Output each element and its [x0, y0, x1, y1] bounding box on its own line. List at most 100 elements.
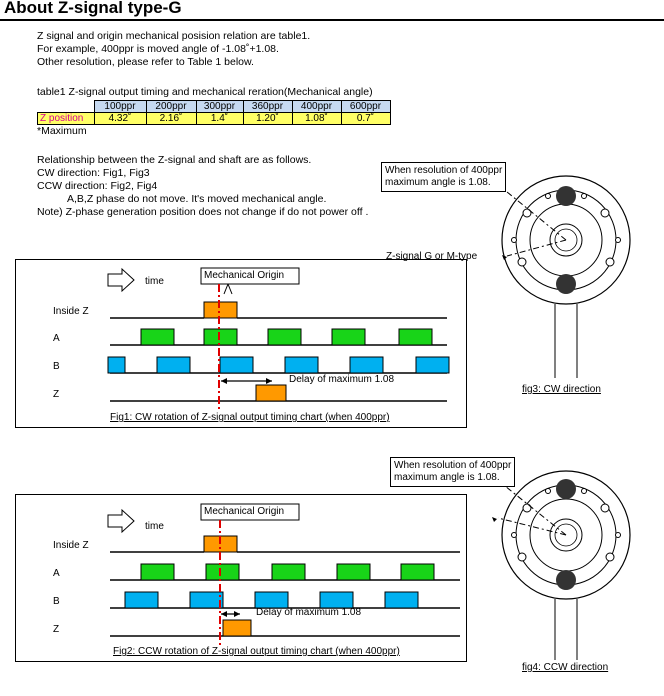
encoder-mount-hole — [556, 479, 576, 499]
a-pulse — [140, 563, 175, 581]
b-pulse — [254, 591, 289, 609]
b-pulse — [384, 591, 419, 609]
delay-arrow-head-icon — [221, 378, 272, 384]
bolt-icon — [517, 552, 527, 562]
fig2-signal-label: B — [53, 596, 60, 607]
relationship-line: CCW direction: Fig2, Fig4 — [37, 180, 158, 192]
a-pulse — [267, 328, 302, 346]
encoder-shaft — [549, 223, 583, 257]
bolt-icon — [615, 237, 621, 243]
bolt-icon — [581, 193, 587, 199]
fig2-signal-label: Inside Z — [53, 540, 89, 551]
bolt-icon — [615, 532, 621, 538]
table-cell: 1.4˚ — [195, 112, 244, 125]
table-footnote: *Maximum — [37, 125, 87, 137]
z-pulse — [255, 384, 287, 402]
encoder-mount-hole — [556, 186, 576, 206]
table-header-cell: 400ppr — [291, 100, 342, 113]
fig1-signal-label: Inside Z — [53, 306, 89, 317]
fig1-delay-label: Delay of maximum 1.08 — [289, 374, 395, 385]
b-pulse — [124, 591, 159, 609]
fig4-note-line: When resolution of 400ppr — [394, 460, 512, 471]
fig1-signal-label: Z — [53, 389, 60, 400]
table-cell: 2.16˚ — [145, 112, 197, 125]
a-pulse — [205, 563, 240, 581]
a-pulse — [398, 328, 433, 346]
b-pulse — [156, 356, 191, 374]
encoder-mount-hole — [556, 570, 576, 590]
z-pulse — [222, 619, 252, 637]
table-caption: table1 Z-signal output timing and mechan… — [37, 86, 373, 98]
page-title: About Z-signal type-G — [4, 0, 182, 17]
z-position-table: 100ppr 200ppr 300ppr 360ppr 400ppr 600pp… — [37, 100, 391, 125]
relationship-line: Relationship between the Z-signal and sh… — [37, 154, 312, 166]
angle-line — [497, 517, 567, 536]
fig4-note-box: When resolution of 400ppr maximum angle … — [390, 457, 516, 487]
fig2-signal-label: A — [53, 568, 60, 579]
a-pulse — [203, 328, 238, 346]
fig3-note-box: When resolution of 400ppr maximum angle … — [381, 162, 507, 192]
origin-label-box — [200, 267, 300, 285]
a-pulse — [140, 328, 175, 346]
fig1-origin-label: Mechanical Origin — [204, 270, 285, 281]
origin-label-box — [200, 503, 300, 521]
relationship-line: Note) Z-phase generation position does n… — [37, 206, 369, 218]
fig4-note-line: maximum angle is 1.08. — [394, 472, 500, 483]
bolt-icon — [511, 237, 517, 243]
fig3-note-line: maximum angle is 1.08. — [385, 177, 491, 188]
bolt-icon — [600, 208, 610, 218]
b-pulse — [415, 356, 450, 374]
a-pulse — [336, 563, 371, 581]
b-pulse — [319, 591, 354, 609]
inside-z-pulse — [203, 301, 238, 319]
angle-line — [506, 239, 567, 257]
intro-line: Other resolution, please refer to Table … — [37, 56, 254, 68]
encoder-shaft-inner — [554, 523, 578, 547]
bolt-icon — [605, 257, 615, 267]
bolt-icon — [545, 193, 551, 199]
encoder-shaft-inner — [554, 228, 578, 252]
z-marker-icon — [502, 255, 507, 260]
a-pulse — [400, 563, 435, 581]
fig1-frame — [15, 259, 467, 428]
intro-text: Z signal and origin mechanical posision … — [37, 30, 310, 69]
fig2-origin-label: Mechanical Origin — [204, 506, 285, 517]
bolt-icon — [517, 257, 527, 267]
angle-line — [495, 182, 567, 241]
title-divider — [0, 19, 664, 21]
fig2-caption: Fig2: CCW rotation of Z-signal output ti… — [113, 646, 400, 657]
fig2-delay-label: Delay of maximum 1.08 — [256, 607, 362, 618]
bolt-icon — [545, 488, 551, 494]
fig2-signal-label: Z — [53, 624, 60, 635]
table-cell: 1.20˚ — [242, 112, 293, 125]
bolt-icon — [511, 532, 517, 538]
fig2-time-label: time — [145, 521, 164, 532]
encoder-shaft — [549, 518, 583, 552]
fig4-caption: fig4: CCW direction — [522, 662, 609, 673]
table-cell: 0.7˚ — [340, 112, 391, 125]
relationship-line: CW direction: Fig1, Fig3 — [37, 167, 150, 179]
b-pulse — [284, 356, 319, 374]
delay-arrow-head-icon — [221, 611, 240, 617]
intro-line: For example, 400ppr is moved angle of -1… — [37, 43, 279, 55]
fig3-type-label: Z-signal G or M-type — [386, 251, 478, 262]
a-pulse — [331, 328, 366, 346]
bolt-icon — [522, 208, 532, 218]
relationship-text: Relationship between the Z-signal and sh… — [37, 154, 368, 219]
table-row: Z position 4.32˚ 2.16˚ 1.4˚ 1.20˚ 1.08˚ … — [37, 112, 391, 125]
a-pulse — [271, 563, 306, 581]
angle-line — [499, 481, 567, 536]
bolt-icon — [522, 503, 532, 513]
time-arrow-icon — [107, 508, 135, 534]
table-header-cell: 600ppr — [340, 100, 391, 113]
encoder-mount-hole — [556, 274, 576, 294]
origin-pointer-icon — [223, 283, 233, 295]
table-row-label: Z position — [37, 112, 95, 125]
table-cell: 4.32˚ — [93, 112, 147, 125]
table-cell: 1.08˚ — [291, 112, 342, 125]
fig1-caption: Fig1: CW rotation of Z-signal output tim… — [110, 412, 390, 423]
bolt-icon — [605, 552, 615, 562]
